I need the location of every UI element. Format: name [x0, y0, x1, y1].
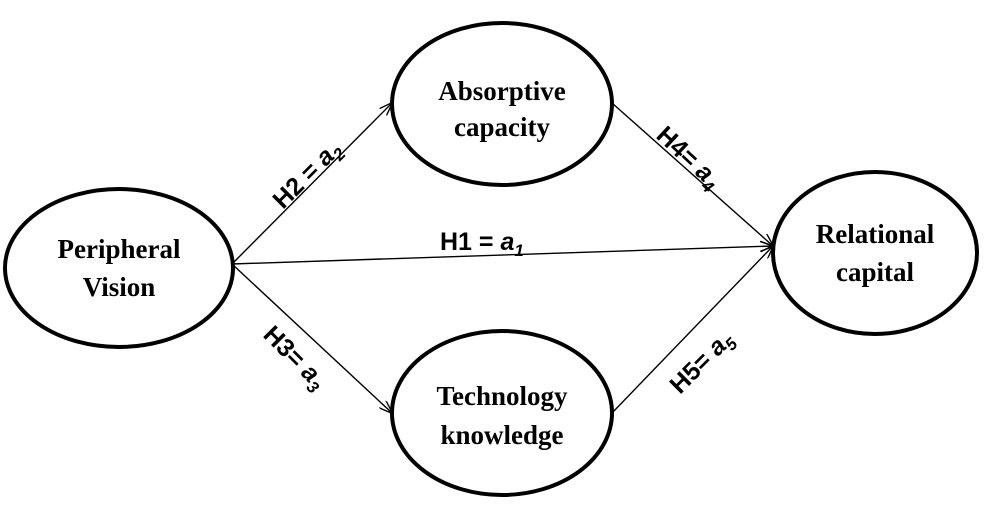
node-technology-knowledge-line2: knowledge: [440, 420, 563, 450]
edge-h3-arrow: [231, 263, 392, 413]
node-technology-knowledge-line1: Technology: [436, 381, 568, 411]
node-relational-capital: Relational capital: [771, 170, 979, 336]
edge-h1-coef: a: [500, 228, 514, 256]
edge-h1-prefix: H1 =: [440, 228, 500, 256]
node-absorptive-capacity: Absorptive capacity: [390, 21, 614, 187]
node-peripheral-vision-line1: Peripheral: [58, 234, 181, 264]
edge-h1-arrow: [231, 246, 773, 265]
edge-h4-arrow: [611, 102, 773, 246]
edge-h3-label: H3= a3: [255, 320, 332, 397]
edge-h5-label: H5= a5: [664, 325, 741, 402]
edge-h5-arrow: [611, 246, 773, 414]
node-relational-capital-line2: capital: [836, 257, 914, 287]
edge-h4-label: H4= a4: [648, 121, 726, 197]
edge-h1-label: H1 = a1: [440, 228, 524, 260]
node-peripheral-vision: Peripheral Vision: [3, 187, 235, 349]
node-technology-knowledge: Technology knowledge: [390, 329, 614, 497]
edge-h2-arrow: [231, 103, 392, 265]
node-absorptive-capacity-line1: Absorptive: [438, 76, 566, 106]
edge-h1-subscript: 1: [514, 241, 523, 260]
node-relational-capital-line1: Relational: [816, 219, 935, 249]
node-absorptive-capacity-line2: capacity: [454, 112, 550, 142]
node-peripheral-vision-line2: Vision: [83, 272, 156, 302]
edge-h2-label: H2 = a2: [267, 135, 349, 217]
